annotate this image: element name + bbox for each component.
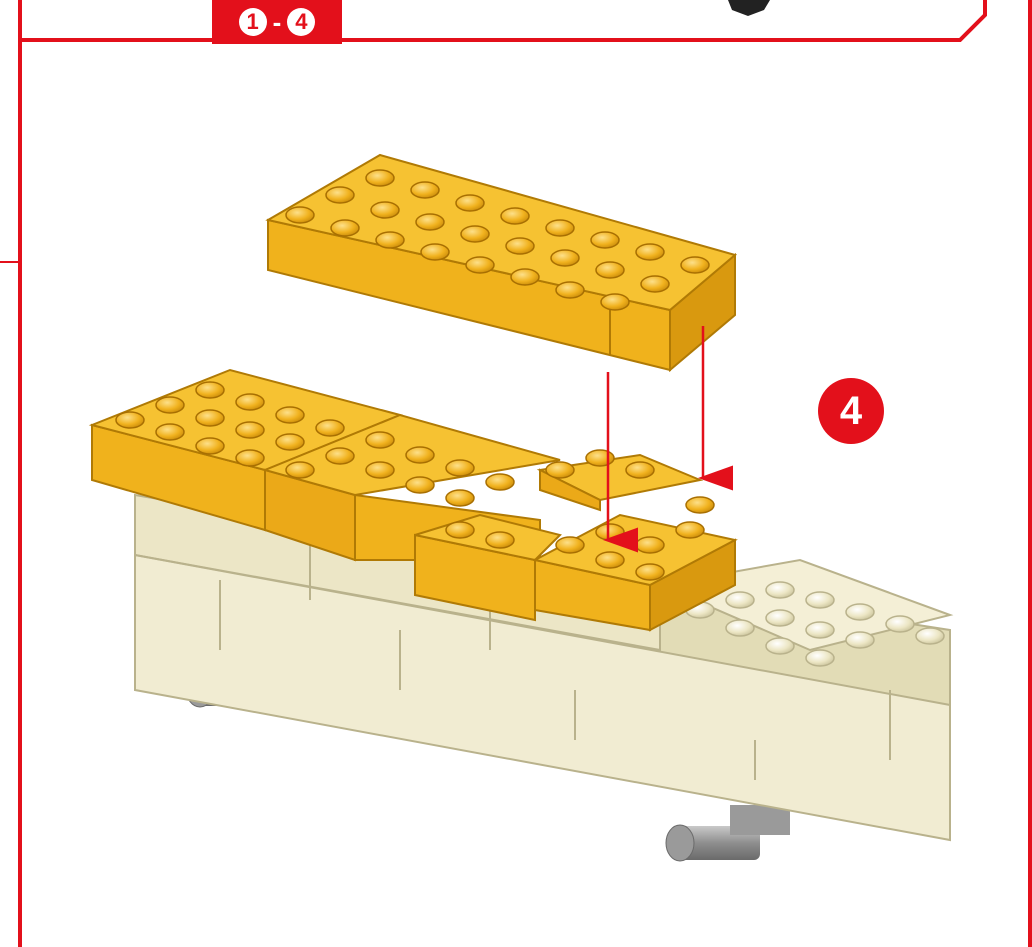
axle-right — [666, 805, 790, 861]
step-number-badge: 4 — [818, 378, 884, 444]
